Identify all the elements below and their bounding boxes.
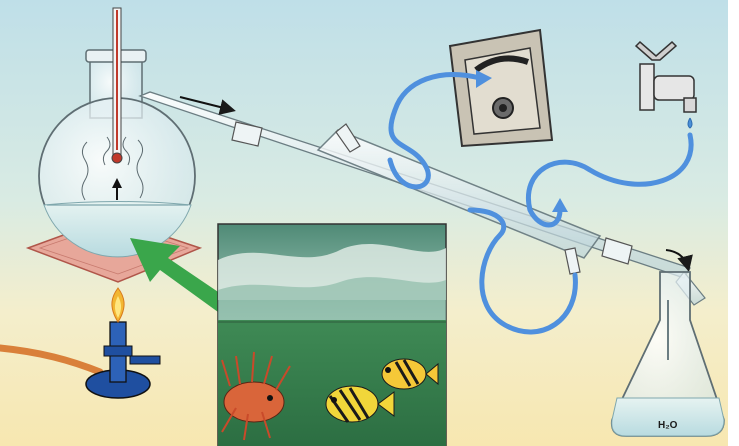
receiver-label: H₂O [658,420,678,431]
right-white-margin [728,0,739,446]
seawater-inset [218,224,446,446]
sink [450,30,552,146]
thermometer [112,8,122,163]
